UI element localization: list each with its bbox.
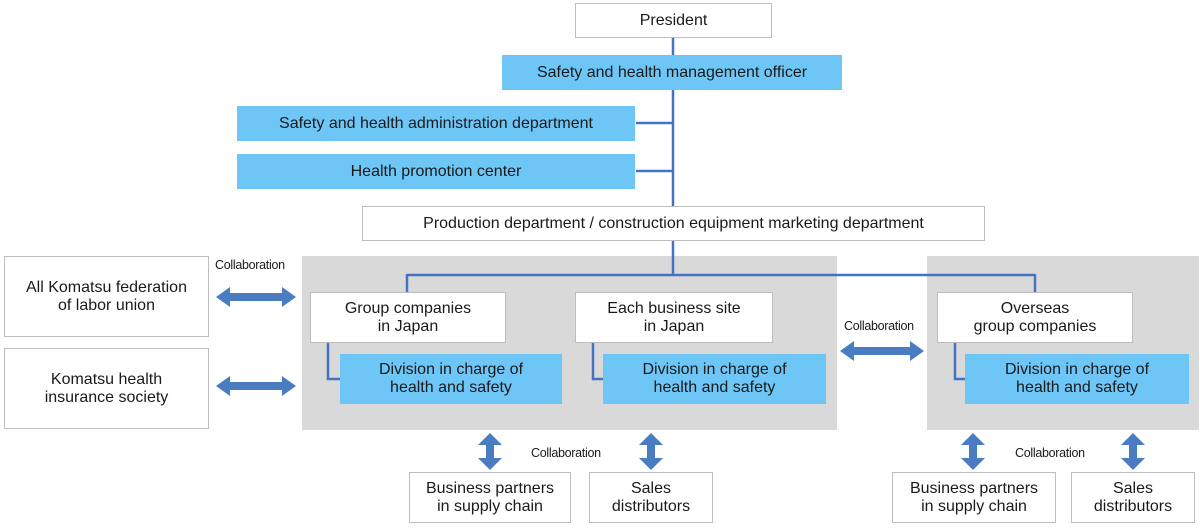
partners-2-arrow: [961, 433, 985, 470]
president-box: President: [575, 3, 772, 38]
collaboration-label-bottom-left: Collaboration: [531, 446, 601, 460]
division-1-link: [326, 343, 340, 381]
collaboration-label-left: Collaboration: [215, 258, 285, 272]
health-insurance-box: Komatsu health insurance society: [4, 348, 209, 429]
sales-2-arrow: [1121, 433, 1145, 470]
safety-officer-box: Safety and health management officer: [502, 55, 842, 90]
labor-union-box: All Komatsu federation of labor union: [4, 256, 209, 337]
sales-2-box: Sales distributors: [1071, 472, 1195, 523]
labor-union-arrow: [216, 287, 296, 307]
division-3-box: Division in charge of health and safety: [965, 354, 1189, 404]
division-2-link: [591, 343, 603, 381]
partners-2-box: Business partners in supply chain: [892, 472, 1056, 523]
partners-1-box: Business partners in supply chain: [409, 472, 571, 523]
overseas-collab-arrow: [840, 341, 924, 361]
sales-1-box: Sales distributors: [589, 472, 713, 523]
division-2-box: Division in charge of health and safety: [603, 354, 826, 404]
health-center-box: Health promotion center: [237, 154, 635, 189]
admin-dept-box: Safety and health administration departm…: [237, 106, 635, 141]
collaboration-label-middle: Collaboration: [844, 319, 914, 333]
group-japan-box: Group companies in Japan: [310, 292, 506, 343]
division-1-box: Division in charge of health and safety: [340, 354, 562, 404]
sales-1-arrow: [639, 433, 663, 470]
business-site-box: Each business site in Japan: [575, 292, 773, 343]
collaboration-label-bottom-right: Collaboration: [1015, 446, 1085, 460]
health-insurance-arrow: [216, 376, 296, 396]
partners-1-arrow: [478, 433, 502, 470]
division-3-link: [953, 343, 965, 381]
production-dept-box: Production department / construction equ…: [362, 206, 985, 241]
overseas-box: Overseas group companies: [937, 292, 1133, 343]
